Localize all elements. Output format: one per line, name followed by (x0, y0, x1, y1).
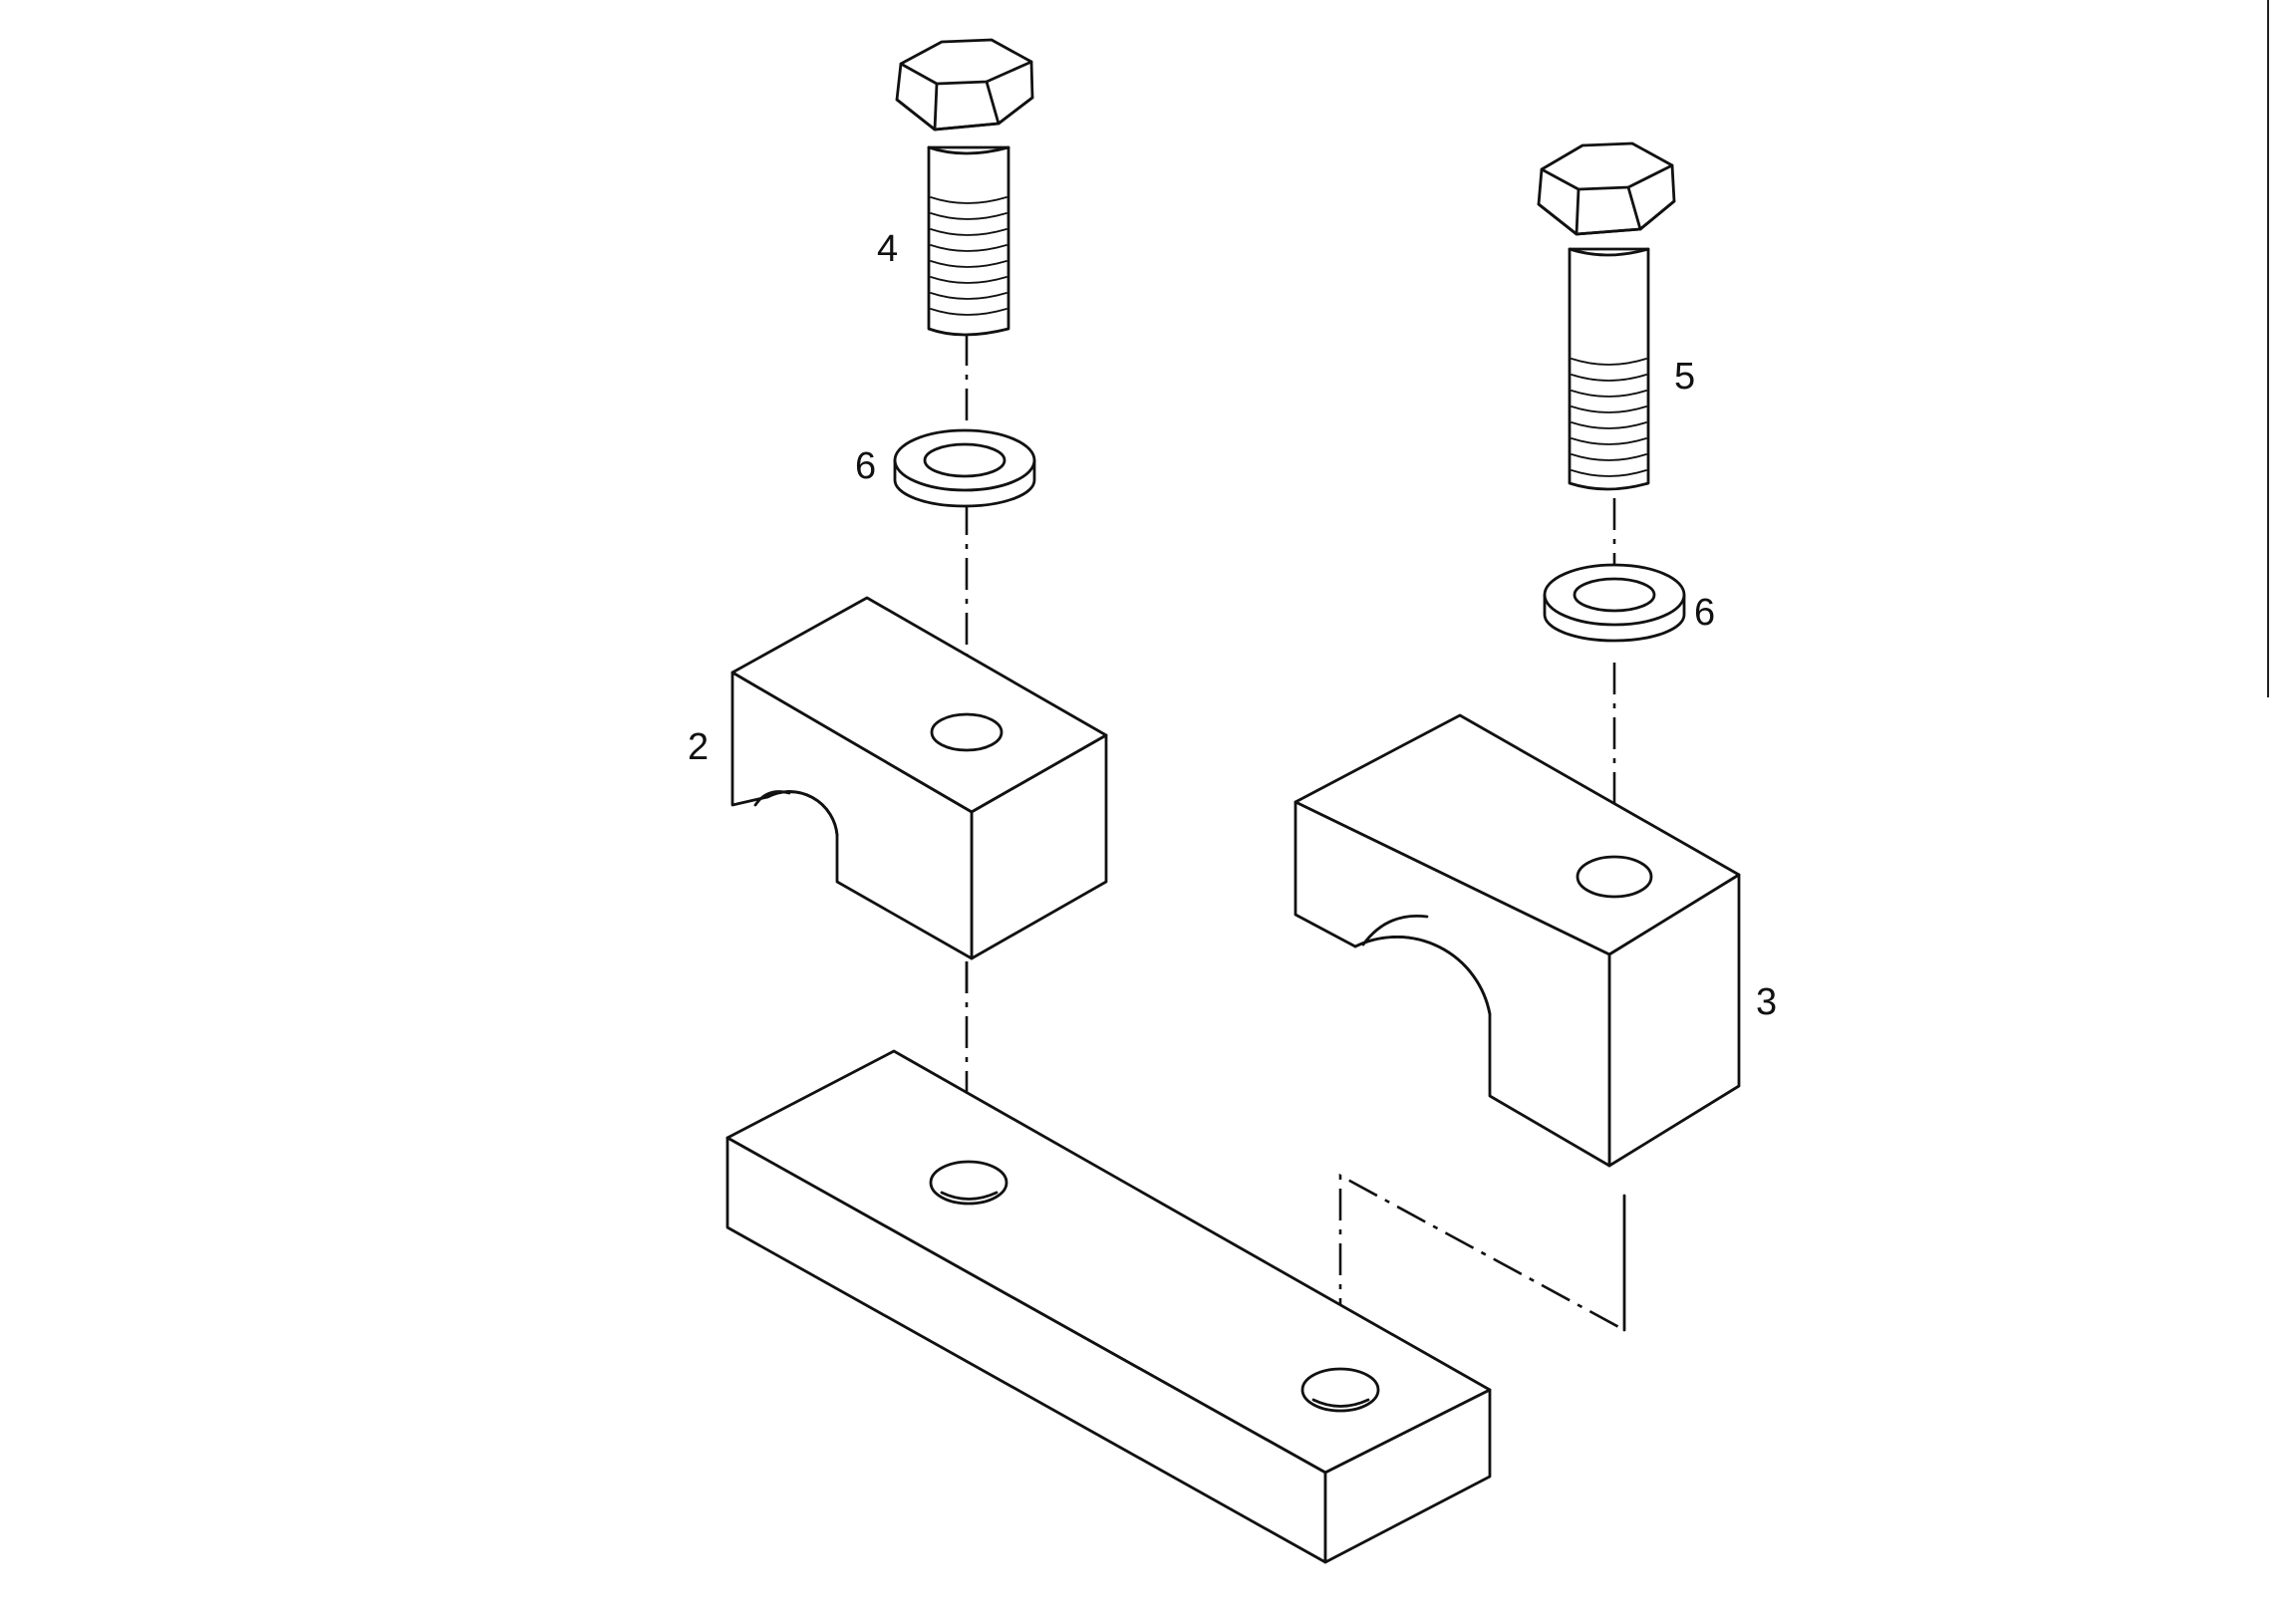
base-plate-icon (725, 1049, 1492, 1564)
washer-icon (893, 428, 1036, 508)
clamp-block-icon (1293, 713, 1741, 1168)
hex-bolt-icon (1537, 141, 1676, 491)
washer-icon (1543, 563, 1686, 643)
callout-washer-right: 6 (1694, 592, 1715, 634)
callout-clamp-large: 3 (1756, 981, 1777, 1023)
callout-clamp-small: 2 (688, 726, 709, 768)
clamp-block-icon (730, 596, 1108, 960)
hex-bolt-icon (895, 38, 1034, 337)
callout-bolt-short: 4 (877, 228, 898, 270)
callout-bolt-long: 5 (1674, 356, 1695, 398)
callout-washer-left: 6 (855, 445, 876, 487)
